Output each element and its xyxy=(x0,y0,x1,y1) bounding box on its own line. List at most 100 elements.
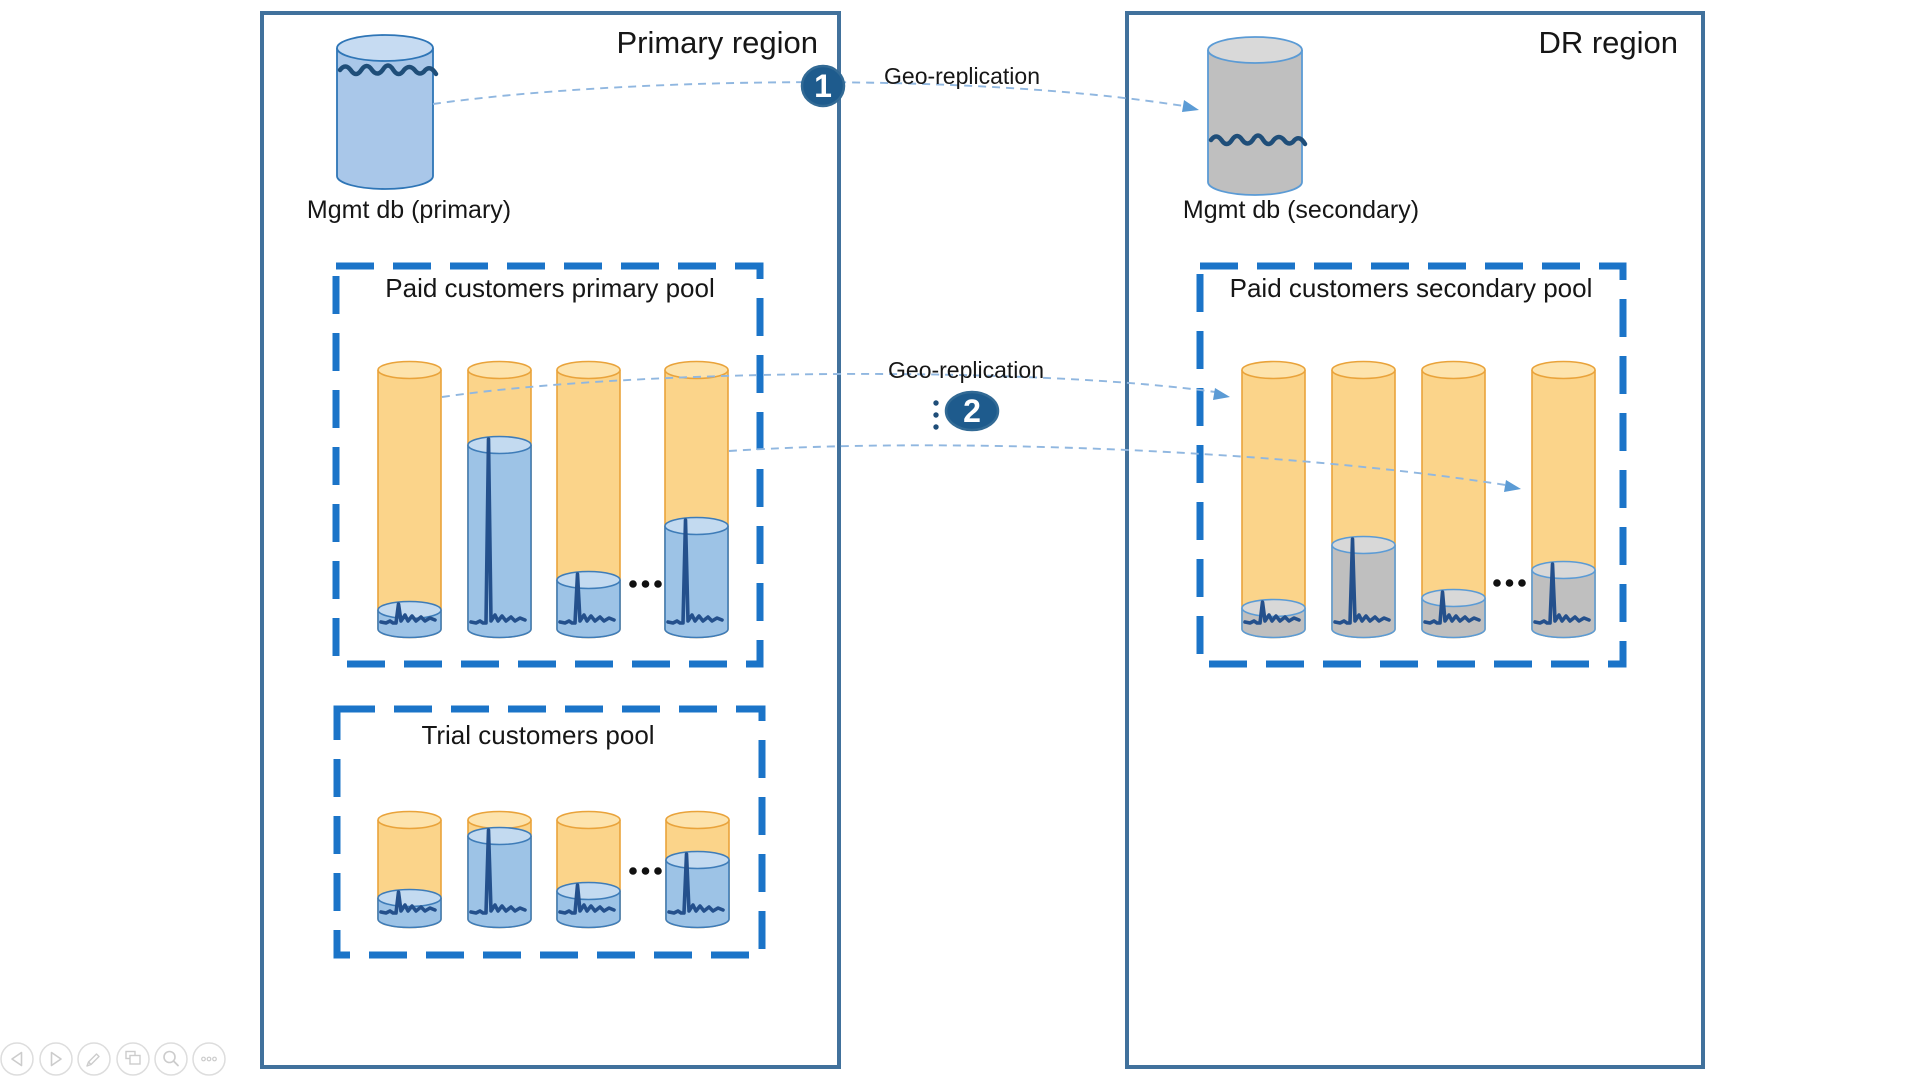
geo-replication-2-upper xyxy=(441,372,1230,430)
pen-icon xyxy=(86,1053,100,1067)
toolbar-button-slide-panel[interactable] xyxy=(116,1042,150,1076)
pool-db-outer-top xyxy=(664,360,729,380)
paid-customers-secondary-pool-cylinders xyxy=(1241,360,1596,639)
pool-db-outer-top xyxy=(556,360,621,380)
pool-db-outer-top xyxy=(1241,360,1306,380)
pool-db-outer-top xyxy=(1531,360,1596,380)
pool-db-fill xyxy=(664,526,729,639)
geo-replication-1-arrowhead xyxy=(1182,100,1199,112)
mgmt-db-secondary xyxy=(1207,36,1308,196)
pool-db-fill-top xyxy=(556,881,621,901)
geo-replication-2-upper-line xyxy=(441,372,1223,398)
more-databases-ellipsis xyxy=(641,580,650,588)
pool-db-fill-top xyxy=(377,600,442,620)
db-usage-spark xyxy=(558,883,616,915)
pool-db-fill-top xyxy=(1421,588,1486,608)
pool-db-outer xyxy=(1241,370,1306,639)
pool-db-fill-top xyxy=(665,850,730,870)
db-usage-spark xyxy=(469,828,527,915)
paid-customers-primary-pool-cylinders xyxy=(377,360,729,639)
more-databases-ellipsis xyxy=(641,867,650,875)
dr-region-box xyxy=(1125,11,1705,1069)
pool-db-outer-top xyxy=(467,360,532,380)
vertical-ellipsis xyxy=(933,424,939,430)
pen-button-circle[interactable] xyxy=(77,1042,111,1076)
primary-region-title: Primary region xyxy=(616,25,818,60)
pool-db-fill xyxy=(1331,545,1396,639)
pool-db-fill xyxy=(1531,570,1596,639)
paid-customers-primary-pool-title: Paid customers primary pool xyxy=(385,273,714,303)
more-databases-ellipsis xyxy=(1493,579,1501,587)
dr-region-title: DR region xyxy=(1538,25,1678,60)
mgmt-db-primary-body xyxy=(336,48,434,190)
pool-db-outer-top xyxy=(556,810,621,830)
toolbar-button-zoom[interactable] xyxy=(154,1042,188,1076)
toolbar-button-more-options[interactable] xyxy=(192,1042,226,1076)
step-2-badge-number: 2 xyxy=(963,393,981,429)
geo-replication-2-label: Geo-replication xyxy=(888,357,1044,383)
previous-slide-button-circle[interactable] xyxy=(0,1042,34,1076)
trial-customers-pool-cylinders xyxy=(377,810,730,929)
pool-db-fill xyxy=(665,860,730,929)
db-usage-spark xyxy=(379,602,437,625)
paid-customers-secondary-pool-box xyxy=(1196,262,1627,668)
step-1-badge xyxy=(800,64,846,108)
mgmt-db-secondary-body xyxy=(1207,50,1303,196)
db-usage-spark xyxy=(558,572,616,625)
geo-replication-1-label: Geo-replication xyxy=(884,63,1040,89)
pool-db-outer-top xyxy=(1421,360,1486,380)
db-usage-spark xyxy=(666,518,724,625)
mgmt-db-primary-top xyxy=(336,34,434,62)
more-dot-icon xyxy=(212,1056,217,1062)
mgmt-db-secondary-label: Mgmt db (secondary) xyxy=(1183,196,1419,224)
next-slide-button-circle[interactable] xyxy=(39,1042,73,1076)
more-databases-ellipsis xyxy=(1505,579,1514,587)
vertical-ellipsis xyxy=(933,412,939,418)
db-usage-spark xyxy=(667,852,725,915)
pool-db-fill-top xyxy=(467,435,532,455)
zoom-button-circle[interactable] xyxy=(154,1042,188,1076)
pool-db-outer-top xyxy=(665,810,730,830)
vertical-ellipsis xyxy=(933,400,939,406)
pool-db-fill-top xyxy=(664,516,729,536)
pool-db-outer-top xyxy=(1331,360,1396,380)
pool-db-fill-top xyxy=(1241,598,1306,618)
paid-customers-primary-pool-box xyxy=(332,262,764,668)
toolbar-button-previous-slide[interactable] xyxy=(0,1042,34,1076)
more-dot-icon xyxy=(201,1056,206,1062)
more-databases-ellipsis xyxy=(629,580,637,588)
pool-db-fill-top xyxy=(1531,560,1596,580)
db-usage-spark xyxy=(1333,537,1391,625)
more-databases-ellipsis xyxy=(1518,579,1526,587)
more-databases-ellipsis xyxy=(629,867,637,875)
step-1-badge-number: 1 xyxy=(814,68,832,104)
previous-triangle-icon xyxy=(11,1051,23,1067)
geo-replication-1-line xyxy=(432,81,1191,108)
mgmt-db-secondary-top xyxy=(1207,36,1303,64)
primary-region-box xyxy=(260,11,841,1069)
geo-replication-2-lower-line xyxy=(728,444,1513,487)
more-options-button-circle[interactable] xyxy=(192,1042,226,1076)
toolbar-button-pen[interactable] xyxy=(77,1042,111,1076)
pool-db-outer-top xyxy=(467,810,532,830)
pool-db-outer xyxy=(377,370,442,639)
pool-db-fill-top xyxy=(556,570,621,590)
trial-customers-pool-title: Trial customers pool xyxy=(421,720,654,750)
pool-db-fill-top xyxy=(377,888,442,908)
db-usage-spark xyxy=(1423,590,1481,625)
trial-customers-pool-box xyxy=(333,705,766,959)
toolbar-button-next-slide[interactable] xyxy=(39,1042,73,1076)
mgmt-db-primary-label: Mgmt db (primary) xyxy=(307,196,511,224)
pool-db-fill xyxy=(467,836,532,929)
paid-customers-secondary-pool-title: Paid customers secondary pool xyxy=(1230,273,1593,303)
db-usage-spark xyxy=(379,890,437,915)
magnifier-glass-icon xyxy=(163,1050,176,1064)
db-usage-spark xyxy=(469,437,527,625)
magnifier-handle-icon xyxy=(172,1060,179,1067)
more-dot-icon xyxy=(206,1056,212,1062)
step-2-badge xyxy=(944,390,1000,432)
mgmt-db-primary xyxy=(336,34,439,190)
next-triangle-icon xyxy=(50,1051,62,1067)
db-usage-spark xyxy=(1533,562,1591,625)
